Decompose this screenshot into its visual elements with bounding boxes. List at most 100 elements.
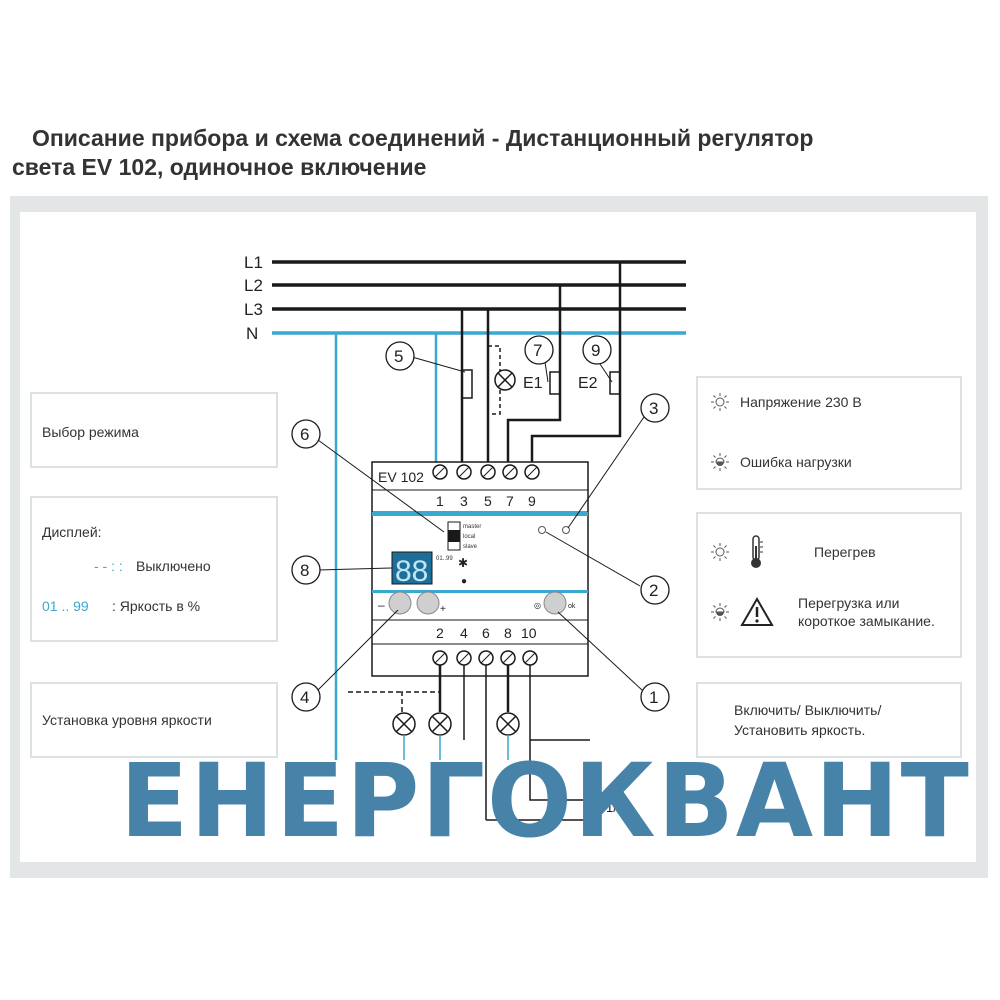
switch-label-e2: E2	[578, 375, 598, 392]
panel-status-leds: Напряжение 230 В Ошибка нагрузки	[696, 376, 962, 490]
watermark-logo: ЕНЕРГОКВАНТ	[120, 742, 971, 861]
legend-voltage: Напряжение 230 В	[710, 392, 862, 412]
callout-1: 1	[640, 682, 670, 712]
callout-4: 4	[291, 682, 321, 712]
brightness-label: Установка уровня яркости	[42, 712, 212, 728]
dashed-output	[401, 665, 441, 712]
lamp-icon	[494, 369, 516, 391]
bus-label-l2: L2	[244, 276, 263, 295]
pushbutton-e2	[609, 371, 620, 395]
status-led-1	[538, 526, 546, 534]
callout-8: 8	[291, 555, 321, 585]
bus-label-l3: L3	[244, 300, 263, 319]
svg-text:3: 3	[649, 399, 658, 418]
status-led-2	[562, 526, 570, 534]
plus-button[interactable]	[416, 591, 440, 615]
terminal-num-9: 9	[528, 493, 536, 509]
drop-icon: ●	[461, 576, 467, 587]
thermometer-icon	[751, 535, 763, 568]
svg-text:1: 1	[649, 688, 658, 707]
voltage-label: Напряжение 230 В	[740, 394, 862, 410]
svg-text:5: 5	[394, 347, 403, 366]
callout-2: 2	[640, 575, 670, 605]
display-range-label: : Яркость в %	[112, 598, 201, 614]
terminal-num-5: 5	[484, 493, 492, 509]
panel-brightness: Установка уровня яркости	[30, 682, 278, 758]
overheat-label: Перегрев	[814, 544, 876, 560]
pushbutton-5	[462, 369, 473, 399]
callout-leaders	[317, 356, 647, 691]
panel-on-off: Включить/ Выключить/ Установить яркость.	[696, 682, 962, 758]
page-title: Описание прибора и схема соединений - Ди…	[0, 124, 1000, 182]
callout-5: 5	[385, 341, 415, 371]
title-line-1: Описание прибора и схема соединений - Ди…	[32, 125, 814, 151]
legend-load-error: Ошибка нагрузки	[710, 452, 852, 472]
minus-sign: –	[378, 598, 385, 612]
switch-label-e1: E1	[523, 375, 543, 392]
on-off-line-2: Установить яркость.	[734, 722, 866, 738]
on-off-line-1: Включить/ Выключить/	[734, 702, 882, 718]
sun-icon: ✱	[458, 556, 468, 570]
legend-overload: Перегрузка или короткое замыкание.	[710, 594, 958, 630]
led-blink-icon	[711, 453, 729, 471]
terminal-num-3: 3	[460, 493, 468, 509]
bus-label-n: N	[246, 324, 258, 343]
display-mini-label: 01..99	[436, 556, 453, 562]
terminal-num-7: 7	[506, 493, 514, 509]
panel-mode-select: Выбор режима	[30, 392, 278, 468]
warning-triangle-icon	[740, 597, 774, 626]
ratio-label: 1/10	[606, 800, 631, 815]
panel-faults: Перегрев Перегрузка или короткое замыкан…	[696, 512, 962, 658]
svg-text:2: 2	[649, 581, 658, 600]
terminal-bottom	[432, 650, 538, 666]
panel-display: Дисплей: - - : : Выключено 01 .. 99 : Яр…	[30, 496, 278, 642]
title-line-2: света EV 102, одиночное включение	[12, 154, 427, 180]
terminal-top	[432, 464, 540, 480]
wire-t9	[530, 390, 622, 464]
terminal-num-6: 6	[482, 625, 490, 641]
callout-9: 9	[582, 335, 612, 365]
lamp-icon	[496, 712, 520, 736]
svg-text:6: 6	[300, 425, 309, 444]
ok-button[interactable]	[543, 591, 567, 615]
ok-label: ok	[568, 603, 576, 610]
pushbutton-e1	[549, 371, 560, 395]
power-icon: ◎	[534, 601, 541, 610]
callout-3: 3	[640, 393, 670, 423]
terminal-num-8: 8	[504, 625, 512, 641]
display-digits: 88	[395, 555, 428, 588]
overload-label: Перегрузка или короткое замыкание.	[798, 595, 935, 629]
plus-sign: +	[440, 604, 446, 615]
display-off-code: - - : :	[94, 558, 123, 574]
terminal-num-10: 10	[521, 625, 537, 641]
wire-t7	[506, 390, 562, 464]
selector-slave: slave	[463, 544, 478, 550]
wire-ctrl	[529, 740, 600, 801]
selector-master: master	[463, 524, 481, 530]
callout-6: 6	[291, 419, 321, 449]
lamp-icon	[392, 712, 416, 736]
terminal-num-1: 1	[436, 493, 444, 509]
legend-overheat: Перегрев	[710, 534, 876, 570]
display-off-label: Выключено	[136, 558, 211, 574]
svg-text:9: 9	[591, 341, 600, 360]
mode-select-label: Выбор режима	[42, 424, 139, 440]
svg-text:4: 4	[300, 688, 309, 707]
selector-local: local	[463, 534, 475, 540]
led-blink-icon	[711, 603, 729, 621]
terminal-num-4: 4	[460, 625, 468, 641]
display-range: 01 .. 99	[42, 598, 89, 614]
minus-button[interactable]	[388, 591, 412, 615]
led-on-icon	[711, 543, 729, 561]
callout-7: 7	[524, 335, 554, 365]
display-title: Дисплей:	[42, 524, 102, 540]
lamp-icon	[428, 712, 452, 736]
svg-text:8: 8	[300, 561, 309, 580]
device-label: EV 102	[378, 469, 424, 485]
seven-segment-display	[391, 551, 433, 585]
terminal-num-2: 2	[436, 625, 444, 641]
svg-text:7: 7	[533, 341, 542, 360]
load-error-label: Ошибка нагрузки	[740, 454, 852, 470]
bus-label-l1: L1	[244, 253, 263, 272]
